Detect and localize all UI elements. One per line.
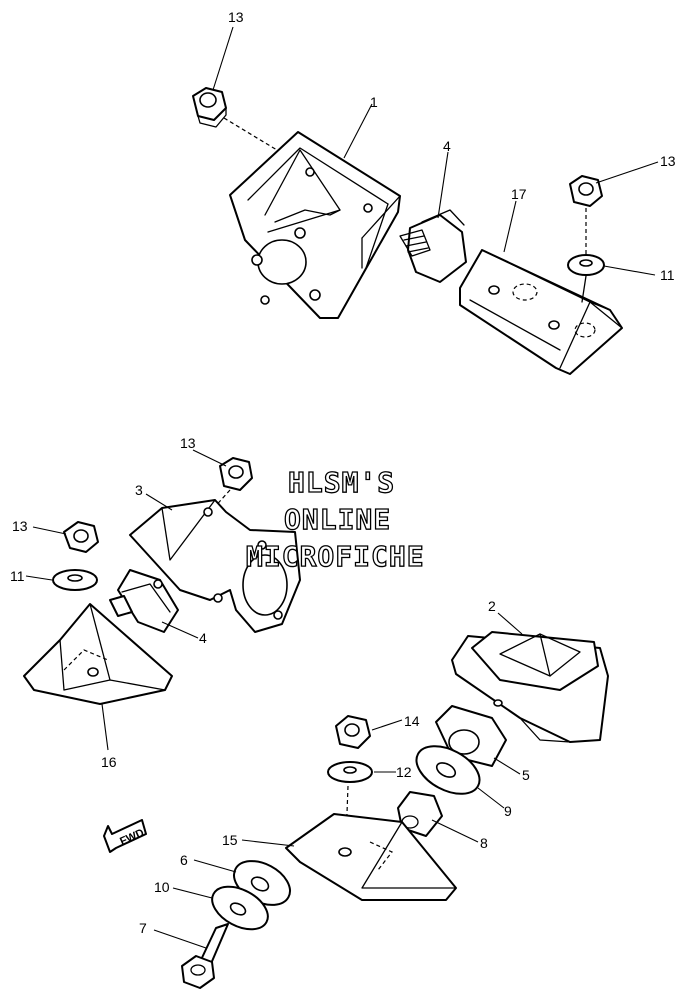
nut-13-mid <box>219 457 253 491</box>
callout-7: 7 <box>139 920 147 936</box>
nut-13-right <box>569 175 603 207</box>
washer-10 <box>211 885 269 931</box>
fwd-arrow-icon: FWD <box>103 819 147 853</box>
watermark-line-2: ONLINE <box>284 503 391 536</box>
washer-11-left <box>52 569 98 591</box>
mount-4-top <box>399 209 467 283</box>
washer-12 <box>327 761 373 783</box>
callout-15: 15 <box>222 832 238 848</box>
callout-3: 3 <box>135 482 143 498</box>
callout-leaders <box>25 26 659 949</box>
callout-13-top: 13 <box>228 9 244 25</box>
callout-6: 6 <box>180 852 188 868</box>
callout-14: 14 <box>404 713 420 729</box>
callout-10: 10 <box>154 879 170 895</box>
bracket-17 <box>459 249 623 375</box>
watermark: HLSM'S ONLINE MICROFICHE <box>245 465 425 573</box>
alignment-line-11-17 <box>581 275 587 303</box>
callout-1: 1 <box>370 94 378 110</box>
washer-11-right <box>567 254 605 276</box>
callout-numbers: 13 1 4 17 13 11 13 3 13 11 4 16 2 14 12 … <box>10 9 676 936</box>
callout-4-top: 4 <box>443 138 451 154</box>
callout-17: 17 <box>511 186 527 202</box>
bracket-16 <box>23 603 173 705</box>
watermark-line-3: MICROFICHE <box>246 540 425 573</box>
callout-4-mid: 4 <box>199 630 207 646</box>
callout-11-left: 11 <box>10 568 25 584</box>
callout-13-right: 13 <box>660 153 676 169</box>
nut-13-top <box>192 87 227 128</box>
mount-4-mid <box>109 569 179 633</box>
bolt-7 <box>181 923 229 989</box>
nut-14 <box>335 715 371 749</box>
washer-9 <box>415 745 481 795</box>
bracket-3 <box>129 499 301 633</box>
callout-12: 12 <box>396 764 412 780</box>
callout-8: 8 <box>480 835 488 851</box>
callout-11-right: 11 <box>660 267 675 283</box>
callout-2: 2 <box>488 598 496 614</box>
callout-9: 9 <box>504 803 512 819</box>
alignment-line-13-1 <box>223 117 311 171</box>
watermark-line-1: HLSM'S <box>288 466 395 499</box>
callout-16: 16 <box>101 754 117 770</box>
bracket-15 <box>285 813 457 901</box>
callout-13-left: 13 <box>12 518 28 534</box>
callout-5: 5 <box>522 767 530 783</box>
bracket-1 <box>229 131 401 319</box>
callout-13-mid: 13 <box>180 435 196 451</box>
bracket-2 <box>451 631 609 743</box>
nut-13-left <box>63 521 99 553</box>
